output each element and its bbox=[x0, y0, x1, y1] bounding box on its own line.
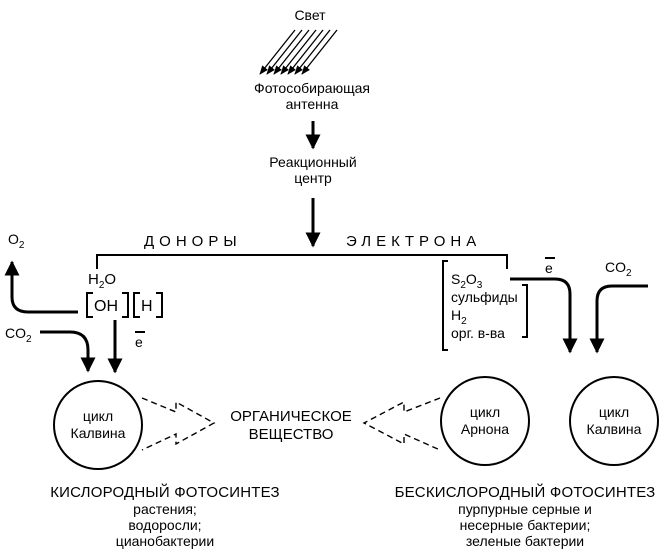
h2-label: H2 bbox=[451, 307, 467, 327]
o2-label: O2 bbox=[8, 231, 25, 251]
svg-text:ОН: ОН bbox=[94, 298, 118, 315]
s2o3-label: S2O3 bbox=[451, 271, 483, 291]
reaction-center-label-line2: центр bbox=[294, 170, 332, 186]
left-calvin-line2: Калвина bbox=[71, 425, 126, 441]
antenna-label-line2: антенна bbox=[286, 96, 339, 112]
donors-label: ДОНОРЫ bbox=[144, 233, 242, 250]
right-calvin-line2: Калвина bbox=[587, 421, 642, 437]
sulfides-label: сульфиды bbox=[451, 289, 518, 305]
electron-label: ЭЛЕКТРОНА bbox=[346, 233, 481, 250]
co2-arrow-icon bbox=[589, 284, 648, 354]
circle-icon bbox=[53, 380, 143, 470]
bracket-icon bbox=[522, 284, 528, 338]
circle-icon bbox=[440, 376, 530, 466]
anoxygenic-title: БЕСКИСЛОРОДНЫЙ ФОТОСИНТЕЗ bbox=[395, 483, 656, 501]
antenna-label-line1: Фотособирающая bbox=[254, 80, 370, 96]
reaction-center-label-line1: Реакционный bbox=[269, 154, 356, 170]
bracket-icon bbox=[96, 254, 508, 269]
organic-matter-line1: ОРГАНИЧЕСКОЕ bbox=[230, 408, 352, 425]
oxygenic-organism-2: водоросли; bbox=[128, 517, 201, 533]
oh-box: ОН bbox=[86, 292, 129, 318]
left-co2-label: CO2 bbox=[5, 325, 32, 345]
oxygenic-organism-1: растения; bbox=[133, 501, 197, 517]
arnon-cycle-line2: Арнона bbox=[461, 421, 509, 437]
anoxygenic-organism-2: несерные бактерии; bbox=[460, 517, 591, 533]
o2-arrow-icon bbox=[4, 260, 78, 314]
right-calvin-line1: цикл bbox=[599, 404, 629, 420]
anoxygenic-organism-3: зеленые бактерии bbox=[466, 533, 584, 549]
bracket-icon bbox=[442, 260, 448, 351]
dashed-hollow-arrow-icon bbox=[362, 397, 441, 451]
right-co2-label: CO2 bbox=[605, 259, 632, 279]
oxygenic-title: КИСЛОРОДНЫЙ ФОТОСИНТЕЗ bbox=[50, 483, 280, 501]
light-rays-icon bbox=[259, 29, 338, 75]
organic-substances-label: орг. в-ва bbox=[451, 325, 505, 341]
co2-arrow-icon bbox=[40, 330, 96, 373]
left-electron-label: e bbox=[135, 334, 143, 350]
electron-arrow-icon bbox=[510, 277, 578, 354]
anoxygenic-organism-1: пурпурные серные и bbox=[458, 501, 592, 517]
oxygenic-organism-3: цианобактерии bbox=[116, 533, 214, 549]
arnon-cycle-line1: цикл bbox=[470, 404, 500, 420]
right-electron-label: e bbox=[545, 260, 553, 276]
circle-icon bbox=[569, 376, 659, 466]
h-box: Н bbox=[133, 292, 163, 318]
organic-matter-line2: ВЕЩЕСТВО bbox=[249, 426, 334, 443]
water-label: H2O bbox=[88, 271, 116, 291]
dashed-hollow-arrow-icon bbox=[141, 397, 216, 451]
svg-text:Н: Н bbox=[141, 298, 153, 315]
light-label: Свет bbox=[294, 7, 326, 23]
left-calvin-line1: цикл bbox=[83, 408, 113, 424]
